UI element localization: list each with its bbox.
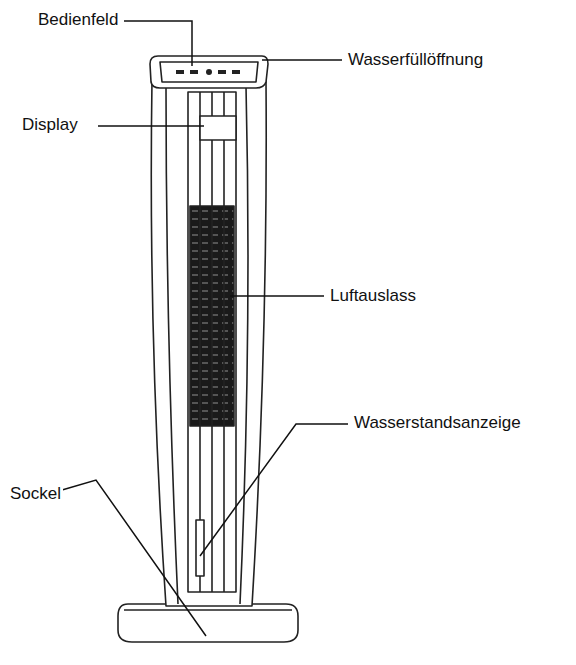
tower-body bbox=[151, 80, 266, 606]
control-panel-cap bbox=[150, 56, 268, 88]
leader-lines bbox=[62, 21, 348, 636]
base bbox=[118, 604, 298, 642]
body-edge-left bbox=[166, 88, 178, 604]
buttons bbox=[176, 69, 240, 75]
base-top bbox=[124, 609, 292, 611]
cap-inner bbox=[160, 62, 258, 82]
part-label: Wasserstandsanzeige bbox=[352, 413, 523, 433]
display bbox=[200, 116, 236, 140]
part-label: Display bbox=[20, 115, 80, 135]
part-label: Bedienfeld bbox=[36, 10, 120, 30]
water-level-indicator bbox=[196, 520, 204, 576]
part-label: Luftauslass bbox=[328, 286, 418, 306]
body-edge bbox=[240, 86, 248, 604]
part-label: Sockel bbox=[8, 484, 63, 504]
part-label: Wasserfüllöffnung bbox=[346, 50, 485, 70]
